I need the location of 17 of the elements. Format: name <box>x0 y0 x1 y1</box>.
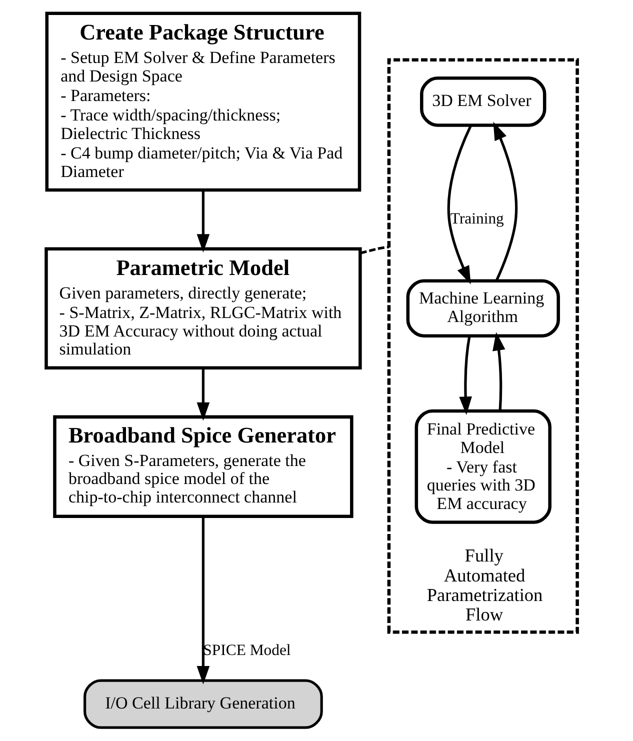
node-box: Machine Learning Algorithm <box>406 279 560 338</box>
arrow <box>196 190 210 252</box>
node-box: I/O Cell Library Generation <box>83 679 322 729</box>
arrow <box>196 368 210 421</box>
arrow <box>492 122 518 282</box>
node-box: Final Predictive Model - Very fast queries with 3D EM accuracy <box>414 409 551 524</box>
connector <box>359 246 389 254</box>
node-box: Parametric Model Given parameters, directly generate; - S-Matrix, Z-Matrix, RLGC-Matrix with 3D EM Accuracy without doing actual simulation <box>44 247 362 370</box>
arrow <box>446 124 472 284</box>
node-box: Create Package Structure - Setup EM Solver & Define Parameters and Design Space - Parameters: - Trace width/spacing/thickness; Dielectric Thickness - C4 bump diameter/pitch; Via & Via Pad Diameter <box>44 12 361 192</box>
edge-label: Training <box>450 210 504 228</box>
node-box: 3D EM Solver <box>420 76 546 127</box>
arrow <box>492 332 505 412</box>
node-box: Broadband Spice Generator - Given S-Parameters, generate the broadband spice model of the chip-to-chip interconnect channel <box>52 415 353 518</box>
edge-label: SPICE Model <box>202 642 290 660</box>
arrow <box>196 516 210 684</box>
arrow <box>458 336 472 415</box>
